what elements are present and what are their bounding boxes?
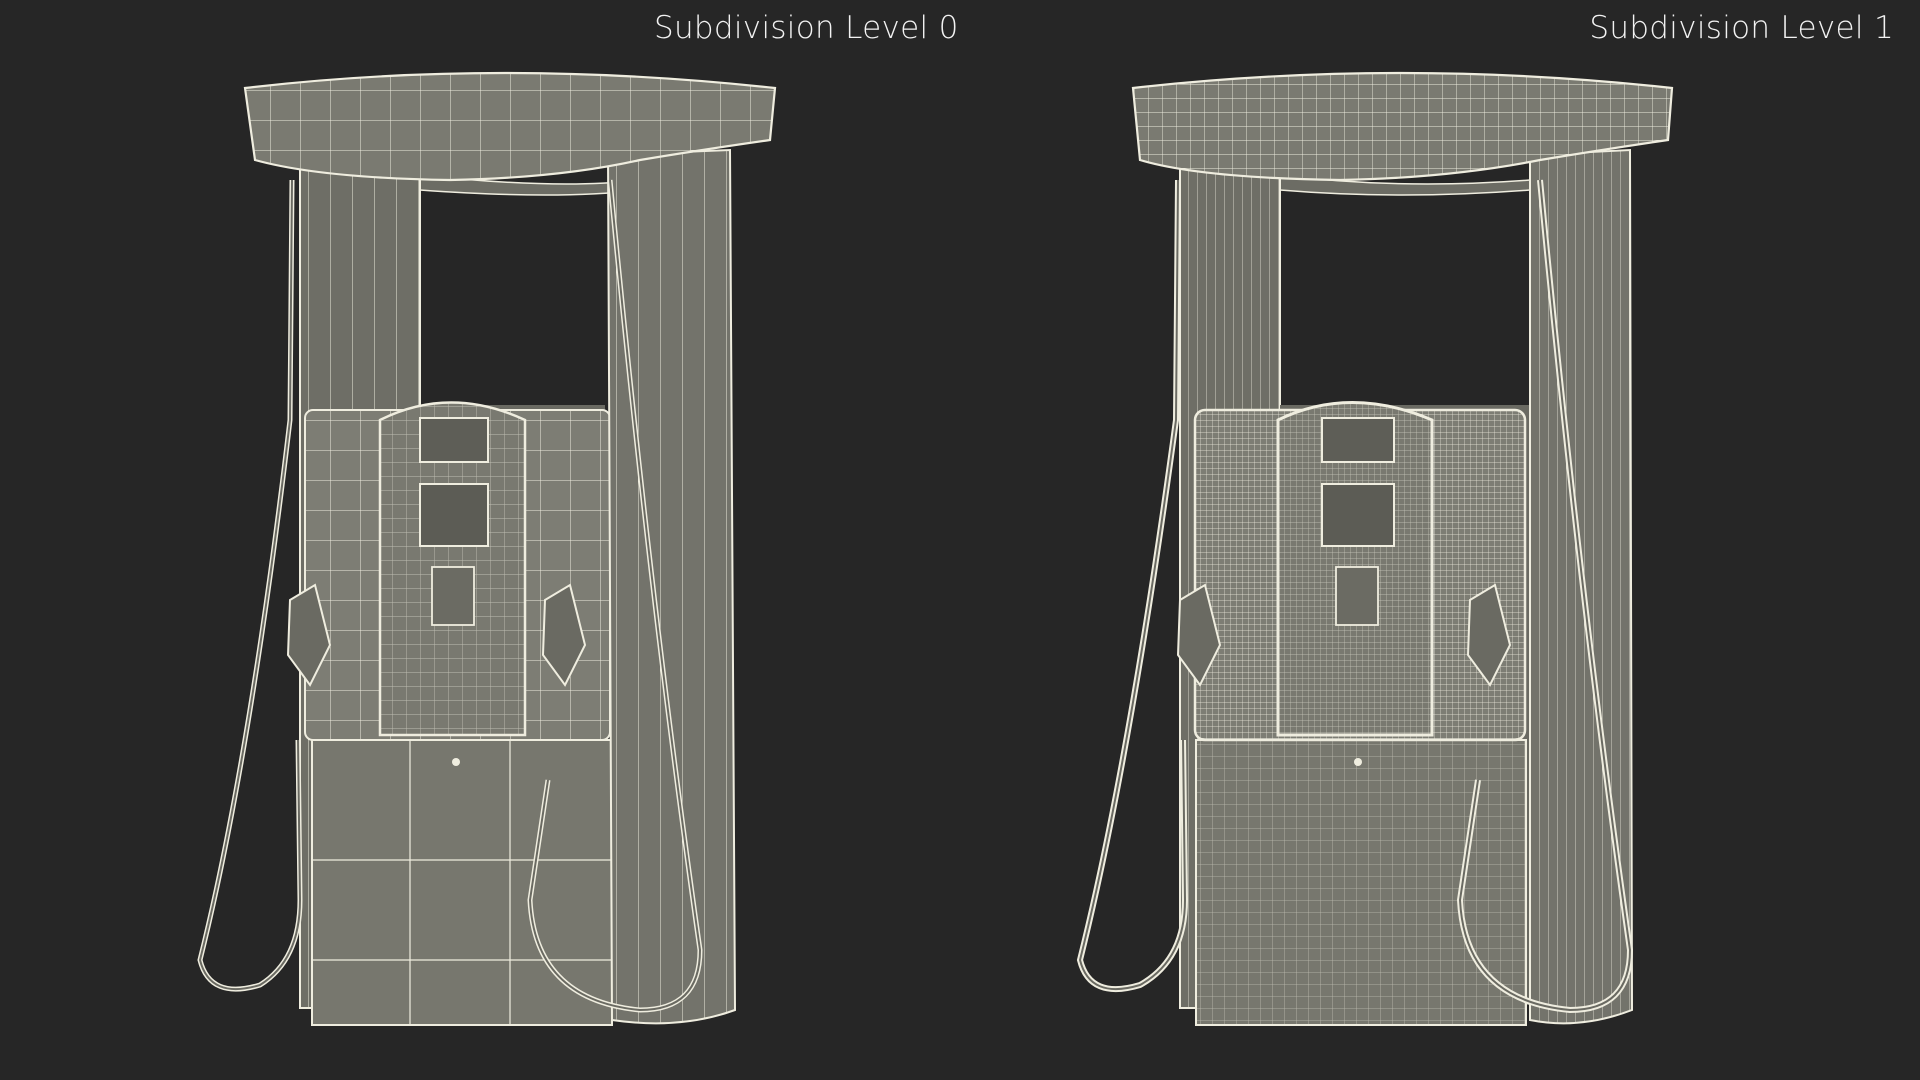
view-label-subdivision-0: Subdivision Level 0 [654, 10, 959, 46]
pump-model-subdivision-1 [1076, 71, 1674, 1026]
view-label-subdivision-1: Subdivision Level 1 [1589, 10, 1894, 46]
pump-model-subdivision-0 [197, 71, 777, 1026]
